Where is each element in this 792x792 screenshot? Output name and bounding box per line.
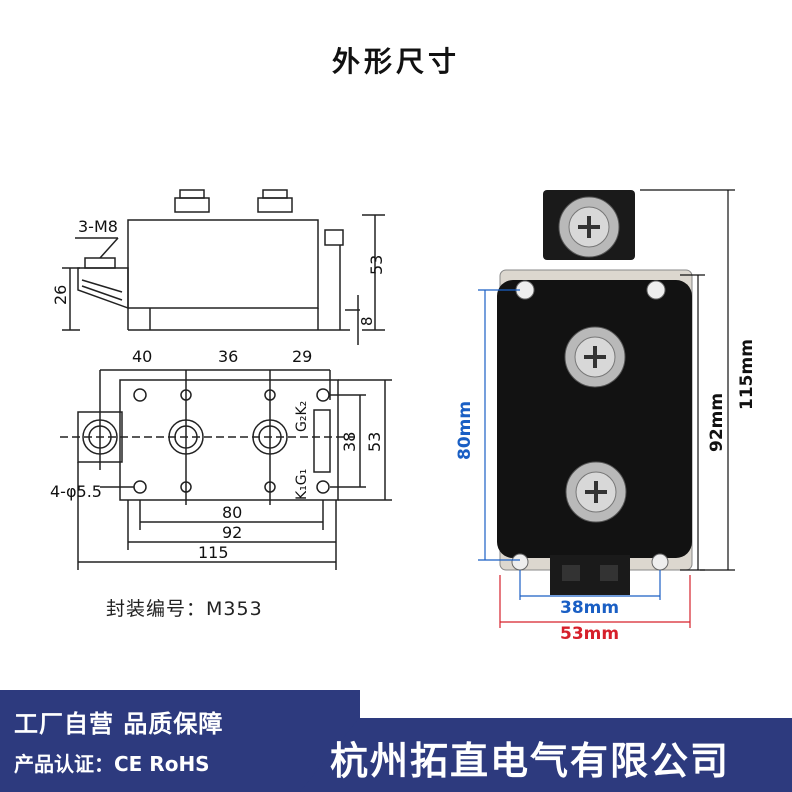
top-view bbox=[60, 369, 392, 570]
label-3-m8: 3-M8 bbox=[78, 217, 118, 236]
dim-53-top: 53 bbox=[365, 432, 384, 452]
terminal-lower-label: K₁G₁ bbox=[294, 469, 310, 500]
banner-left-panel bbox=[0, 690, 360, 792]
terminal-upper-label: G₂K₂ bbox=[294, 401, 310, 432]
banner-right-panel bbox=[300, 718, 792, 792]
package-code: 封装编号：M353 bbox=[106, 598, 263, 620]
dim-80-top: 80 bbox=[222, 503, 242, 522]
photo-dim-38: 38mm bbox=[560, 598, 619, 618]
dim-115-top: 115 bbox=[198, 543, 229, 562]
drawing-canvas: 3-M8 53 26 8 40 36 bbox=[50, 189, 757, 644]
page-title: 外形尺寸 bbox=[331, 45, 460, 78]
photo-dim-80: 80mm bbox=[455, 401, 475, 460]
dim-26: 26 bbox=[51, 285, 70, 305]
dim-29: 29 bbox=[292, 347, 312, 366]
dim-92-top: 92 bbox=[222, 523, 242, 542]
dim-53-side: 53 bbox=[367, 255, 386, 275]
photo-dim-92: 92mm bbox=[707, 393, 727, 452]
screw-icon bbox=[565, 461, 627, 523]
banner-slogan: 工厂自营 品质保障 bbox=[14, 710, 224, 738]
dim-38-top: 38 bbox=[340, 432, 359, 452]
company-name: 杭州拓直电气有限公司 bbox=[330, 739, 731, 783]
screw-icon bbox=[558, 196, 620, 258]
footer-banner: 工厂自营 品质保障 产品认证：CE RoHS 杭州拓直电气有限公司 bbox=[0, 690, 792, 792]
photo-dims bbox=[478, 189, 735, 628]
dim-40: 40 bbox=[132, 347, 152, 366]
banner-certification: 产品认证：CE RoHS bbox=[14, 752, 210, 776]
dim-8: 8 bbox=[358, 316, 376, 326]
side-view bbox=[62, 189, 385, 345]
dim-36: 36 bbox=[218, 347, 238, 366]
photo-dim-53: 53mm bbox=[560, 624, 619, 644]
screw-icon bbox=[564, 326, 626, 388]
hole-label: 4-φ5.5 bbox=[50, 482, 102, 501]
photo-dim-115: 115mm bbox=[737, 339, 757, 410]
